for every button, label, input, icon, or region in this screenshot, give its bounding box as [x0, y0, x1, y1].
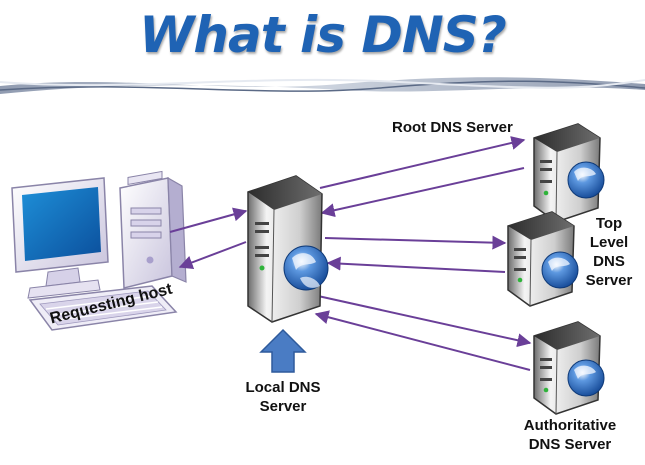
tld-label-line3: DNS — [593, 253, 625, 270]
tld-label-line1: Top — [595, 215, 623, 232]
arrow-root-to-local — [320, 167, 525, 218]
local-dns-label-line2: Server — [259, 398, 307, 415]
authoritative-dns-server-label: Authoritative DNS Server — [500, 416, 640, 454]
page-title: What is DNS? — [139, 6, 506, 64]
auth-label-line2: DNS Server — [528, 436, 612, 453]
arrow-local-to-root — [319, 136, 526, 189]
local-dns-server-icon — [247, 175, 329, 323]
local-dns-label-line1: Local DNS — [245, 379, 321, 396]
arrow-local-to-tld — [324, 235, 507, 250]
arrows — [169, 136, 532, 371]
tld-dns-server-label: Top Level DNS Server — [578, 214, 640, 290]
authoritative-dns-server-icon — [533, 321, 605, 415]
arrow-tld-to-local — [326, 256, 506, 273]
arrow-local-to-host — [178, 241, 247, 270]
auth-label-line1: Authoritative — [523, 417, 617, 434]
arrow-host-to-local — [169, 207, 248, 233]
up-arrow-icon — [259, 328, 307, 373]
requesting-host-computer — [11, 170, 187, 331]
arrow-authoritative-to-local — [314, 310, 531, 371]
tld-label-line2: Level — [589, 234, 629, 251]
local-dns-server-label: Local DNS Server — [228, 378, 338, 416]
decorative-wave — [0, 77, 645, 94]
arrow-local-to-authoritative — [317, 295, 532, 348]
tld-label-line4: Server — [585, 272, 633, 289]
tld-dns-server-icon — [507, 211, 579, 307]
root-dns-server-icon — [533, 123, 605, 223]
root-dns-server-label: Root DNS Server — [392, 119, 513, 136]
